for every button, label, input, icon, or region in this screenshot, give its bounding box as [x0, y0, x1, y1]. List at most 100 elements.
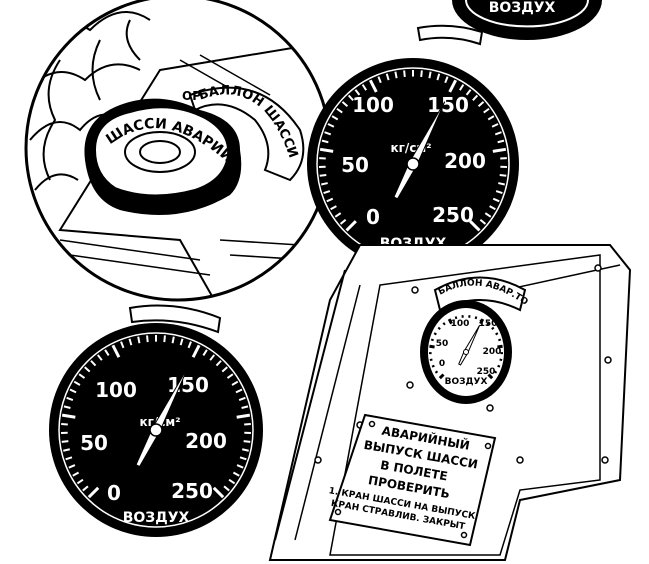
- gauge-tick: [82, 485, 89, 492]
- large-tick-0: 0: [366, 205, 380, 229]
- gauge-tick: [331, 115, 339, 121]
- gauge-tick: [354, 89, 361, 96]
- gauge-tick: [420, 70, 423, 78]
- gauge-tick: [438, 373, 445, 380]
- gauge-tick: [319, 173, 327, 177]
- gauge-tick: [137, 336, 141, 344]
- gauge-tick: [489, 205, 496, 211]
- large-tick-200: 200: [444, 149, 486, 173]
- large-tick-50: 50: [341, 153, 369, 177]
- gauge-tick: [191, 344, 201, 358]
- gauge-tick: [479, 218, 487, 225]
- gauge-tick: [474, 316, 478, 320]
- gauge-tick: [497, 364, 501, 368]
- gauge-tick: [223, 485, 230, 492]
- gauge-tick: [321, 182, 328, 186]
- gauge-tick: [336, 107, 343, 114]
- left-tick-100: 100: [95, 378, 137, 402]
- gauge-tick: [72, 471, 80, 477]
- gauge-tick: [324, 131, 332, 136]
- left-tick-200: 200: [185, 429, 227, 453]
- gauge-tick: [238, 396, 246, 402]
- gauge-tick: [319, 147, 334, 153]
- gauge-tick: [347, 94, 354, 101]
- gauge-tick: [242, 448, 249, 452]
- gauge-tick: [484, 212, 492, 218]
- gauge-tick: [120, 341, 125, 349]
- gauge-tick: [477, 101, 485, 107]
- gauge-tick: [78, 373, 86, 379]
- gauge-tick: [341, 101, 349, 107]
- gauge-tick: [236, 464, 244, 469]
- small-gauge-needle: [458, 325, 481, 366]
- large-tick-100: 100: [352, 93, 394, 117]
- left-tick-0: 0: [107, 481, 121, 505]
- gauge-tick: [128, 338, 133, 346]
- gauge-tick: [65, 456, 73, 461]
- bracket-left: [128, 304, 222, 334]
- gauge-tick: [495, 332, 499, 336]
- gauge-tick: [492, 147, 507, 153]
- inset-knob-view: БАЛЛОН ШАССИ ОР ШАССИ АВАРИЙН: [24, 0, 332, 302]
- gauge-tick: [437, 326, 441, 330]
- gauge-tick: [321, 139, 329, 144]
- gauge-tick: [104, 349, 110, 356]
- gauge-tick: [499, 173, 507, 177]
- gauge-tick: [339, 218, 347, 225]
- gauge-tick: [436, 73, 441, 81]
- gauge-tick: [187, 341, 192, 349]
- gauge-tick: [498, 182, 505, 186]
- gauge-tick: [228, 478, 236, 485]
- gauge-tick: [361, 84, 368, 91]
- gauge-tick: [483, 107, 490, 114]
- gauge-tick: [163, 335, 166, 343]
- large-tick-150: 150: [427, 93, 469, 117]
- gauge-tick: [458, 84, 465, 91]
- top-gauge-label: ВОЗДУХ: [489, 0, 556, 16]
- inset-ring-plate: [188, 86, 305, 182]
- gauge-tick: [479, 318, 485, 325]
- gauge-tick: [497, 344, 503, 349]
- gauge-tick: [444, 76, 449, 84]
- small-gauge-ticks: [428, 315, 504, 380]
- gauge-tick: [232, 471, 240, 477]
- gauge-tick: [447, 318, 453, 325]
- gauge-tick: [235, 388, 243, 394]
- gauge-tick: [465, 89, 472, 96]
- gauge-tick: [90, 360, 97, 367]
- gauge-tick: [111, 344, 121, 358]
- gauge-tick: [494, 131, 502, 136]
- gauge-tick: [327, 123, 335, 128]
- gauge-tick: [487, 115, 495, 121]
- inset-ring-prefix: ОР: [182, 89, 201, 103]
- gauge-tick: [209, 354, 216, 361]
- small-tick-250: 250: [477, 367, 496, 377]
- gauge-tick: [430, 338, 434, 342]
- left-tick-50: 50: [80, 431, 108, 455]
- gauge-tick: [491, 123, 499, 128]
- gauge-tick: [66, 396, 74, 402]
- small-tick-150: 150: [479, 319, 498, 329]
- gauge-tick: [146, 335, 149, 343]
- gauge-tick: [226, 373, 234, 379]
- small-tick-50: 50: [436, 339, 449, 349]
- gauge-tick: [345, 220, 357, 232]
- top-partial-gauge: ВОЗДУХ: [452, 0, 602, 40]
- large-pressure-gauge: 100 150 50 200 0 250 кг/см² ВОЗДУХ: [307, 58, 519, 270]
- gauge-tick: [492, 197, 500, 203]
- gauge-tick: [68, 464, 76, 469]
- gauge-tick: [76, 478, 84, 485]
- gauge-tick: [63, 405, 71, 409]
- gauge-tick: [448, 79, 458, 93]
- gauge-tick: [403, 70, 406, 78]
- left-gauge-ticks: [61, 335, 251, 499]
- gauge-tick: [236, 413, 251, 419]
- gauge-tick: [429, 344, 435, 349]
- gauge-tick: [323, 190, 331, 194]
- large-gauge-needle: [393, 101, 446, 200]
- gauge-tick: [171, 336, 175, 344]
- large-tick-250: 250: [432, 203, 474, 227]
- gauge-tick: [87, 486, 100, 499]
- gauge-tick: [434, 370, 439, 374]
